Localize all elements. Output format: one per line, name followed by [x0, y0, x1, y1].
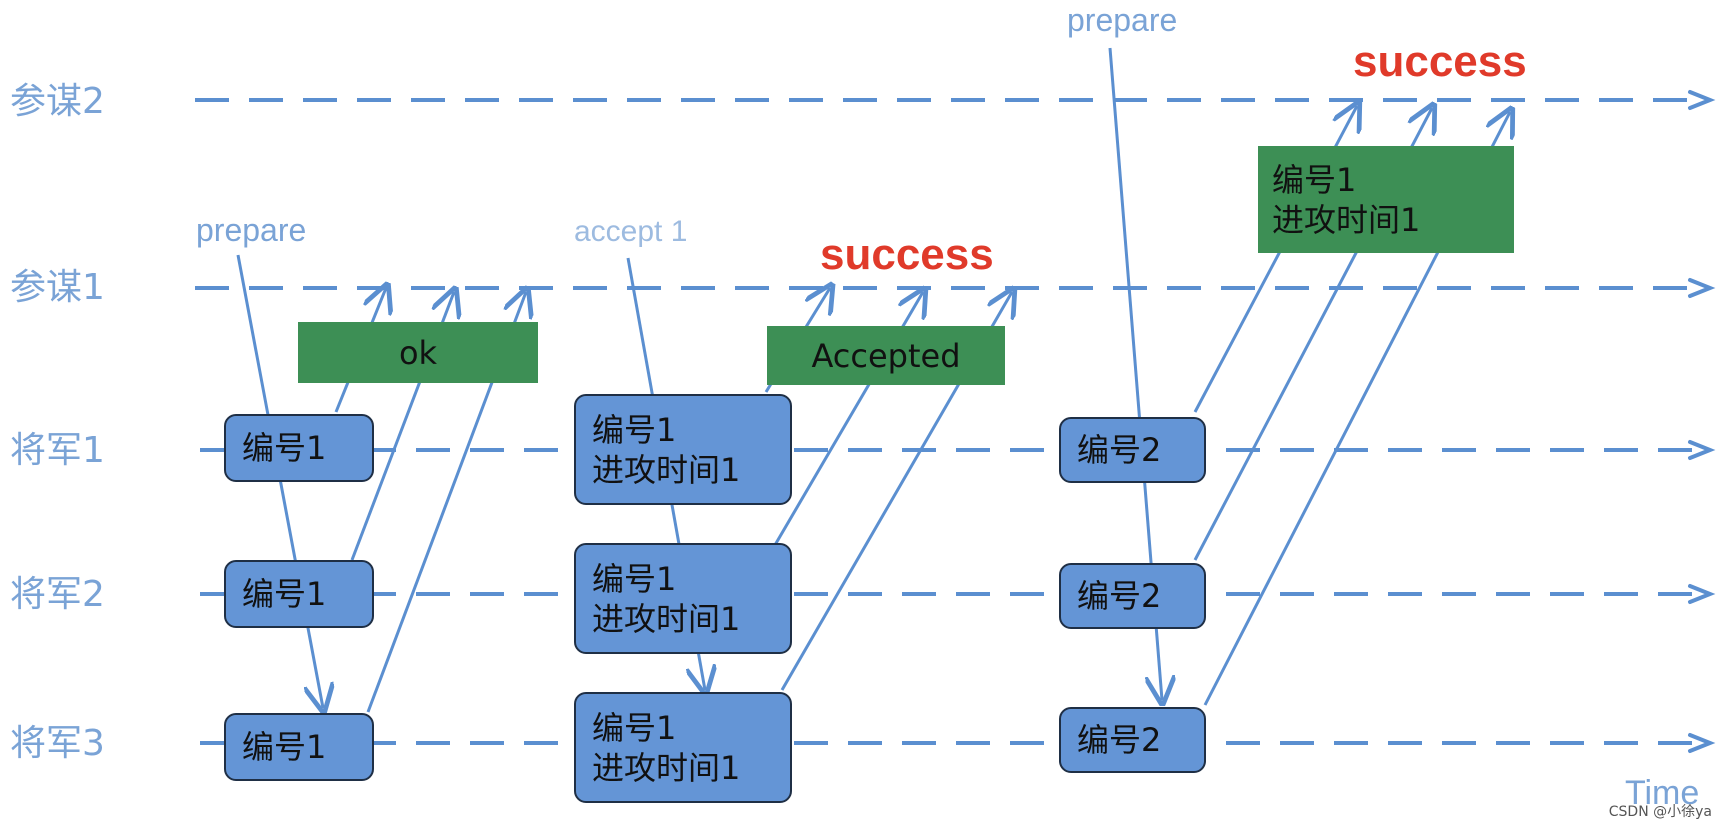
time-axis-label: Time [1625, 774, 1700, 812]
accepted-reply-text: Accepted [811, 336, 961, 375]
phase3-node-text: 编号2 [1077, 721, 1162, 759]
phase1-node-text: 编号1 [242, 728, 327, 766]
phase3-node-text: 编号2 [1077, 431, 1162, 469]
phase1-node-jiangjun2: 编号1 [224, 560, 374, 628]
phase1-node-jiangjun1: 编号1 [224, 414, 374, 482]
phase2-node-line1: 编号1 [592, 559, 677, 598]
final-reply-line1: 编号1 [1272, 160, 1357, 199]
phase2-node-line2: 进攻时间1 [592, 450, 741, 489]
lane-label-jiangjun3: 将军3 [10, 723, 105, 764]
final-reply-box: 编号1 进攻时间1 [1258, 146, 1514, 253]
ok-reply-box: ok [298, 322, 538, 383]
watermark: CSDN @小徐ya [1608, 804, 1712, 820]
phase2-node-jiangjun3: 编号1 进攻时间1 [574, 692, 792, 803]
success-label-canmou2: success [1353, 37, 1527, 86]
prepare-label-1: prepare [196, 212, 307, 248]
phase1-node-text: 编号1 [242, 575, 327, 613]
phase3-node-jiangjun1: 编号2 [1059, 417, 1206, 483]
lane-arrowhead-jiangjun1 [1688, 440, 1716, 460]
lane-arrowhead-jiangjun2 [1688, 584, 1716, 604]
lane-label-canmou2: 参谋2 [10, 81, 105, 122]
phase3-node-jiangjun2: 编号2 [1059, 563, 1206, 629]
phase1-node-text: 编号1 [242, 429, 327, 467]
lane-label-jiangjun1: 将军1 [10, 430, 105, 471]
success-label-canmou1: success [820, 230, 994, 279]
phase2-node-line1: 编号1 [592, 708, 677, 747]
accept-label-1: accept 1 [574, 215, 688, 248]
phase2-node-jiangjun2: 编号1 进攻时间1 [574, 543, 792, 654]
lane-arrowhead-canmou2 [1688, 90, 1716, 110]
phase2-node-line2: 进攻时间1 [592, 599, 741, 638]
prepare-label-2: prepare [1067, 2, 1178, 38]
phase2-node-line1: 编号1 [592, 410, 677, 449]
lane-label-jiangjun2: 将军2 [10, 574, 105, 615]
lane-arrowhead-canmou1 [1688, 278, 1716, 298]
phase2-node-jiangjun1: 编号1 进攻时间1 [574, 394, 792, 505]
lane-label-canmou1: 参谋1 [10, 267, 105, 308]
phase3-node-jiangjun3: 编号2 [1059, 707, 1206, 773]
phase2-node-line2: 进攻时间1 [592, 748, 741, 787]
final-reply-line2: 进攻时间1 [1272, 200, 1421, 239]
phase3-node-text: 编号2 [1077, 577, 1162, 615]
phase1-node-jiangjun3: 编号1 [224, 713, 374, 781]
lane-arrowhead-jiangjun3 [1688, 733, 1716, 753]
accepted-reply-box: Accepted [767, 326, 1005, 385]
ok-reply-text: ok [398, 333, 438, 372]
